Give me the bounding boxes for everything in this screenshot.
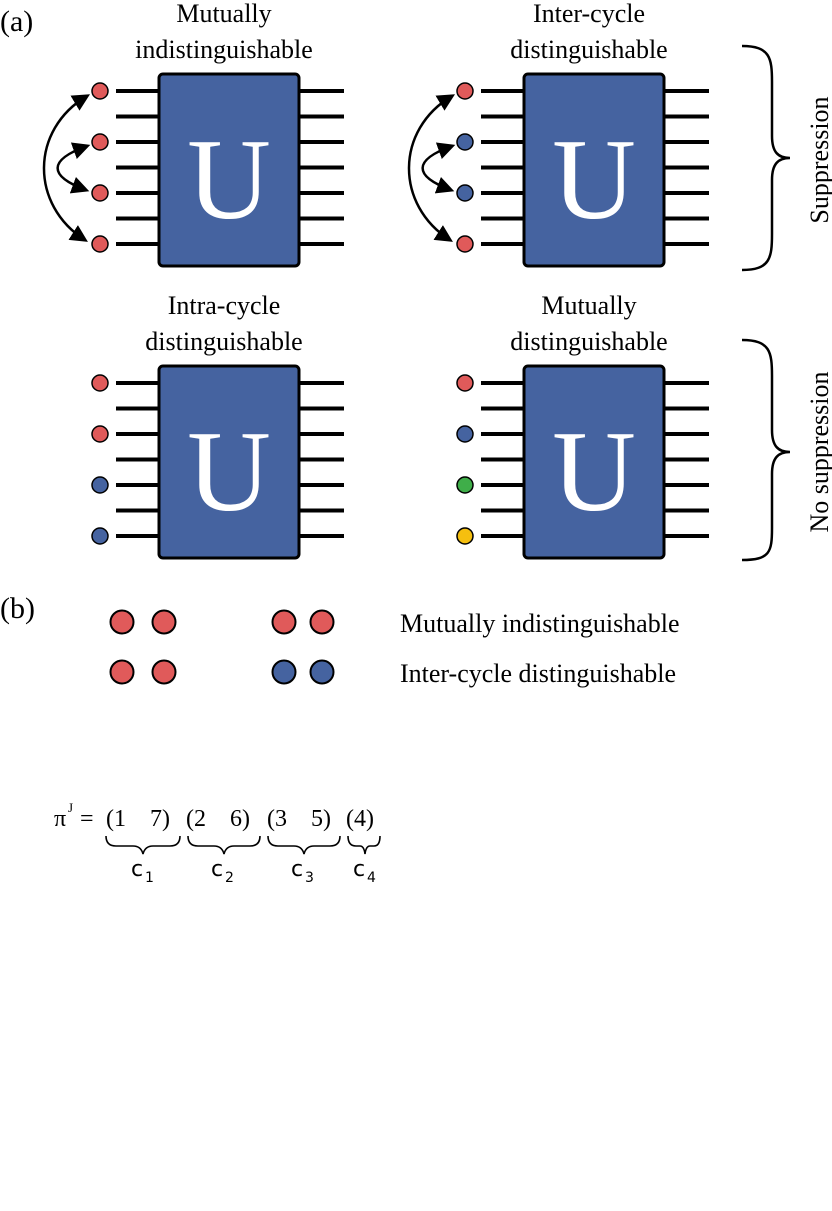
suppression-label: Suppression <box>805 96 832 223</box>
panel-a-label: (a) <box>0 5 33 38</box>
svg-text:c: c <box>131 857 143 882</box>
circuit-title-line1: Mutually <box>176 0 271 28</box>
equals-sign: = <box>80 806 94 832</box>
underbrace-c1 <box>105 835 181 855</box>
circuit-title-line2: distinguishable <box>145 327 302 356</box>
svg-text:3: 3 <box>305 870 314 886</box>
photon-dot-blue <box>91 527 109 545</box>
unitary-letter: U <box>552 116 636 244</box>
pi-superscript: J <box>68 800 73 815</box>
legend-row-label: Inter-cycle distinguishable <box>400 659 676 688</box>
photon-dot-red <box>91 425 109 443</box>
photon-dot-yellow <box>456 527 474 545</box>
inner-swap-arrow <box>421 142 456 194</box>
svg-text:2: 2 <box>225 870 234 886</box>
photon-dot-red <box>91 235 109 253</box>
photon-dot-red <box>456 374 474 392</box>
legend-dot-red <box>151 659 177 685</box>
unitary-letter: U <box>187 116 271 244</box>
unitary-box <box>157 72 301 268</box>
photon-dot-green <box>456 476 474 494</box>
photon-dot-blue <box>456 133 474 151</box>
cycle-label-c3: c 3 <box>291 857 314 886</box>
cycle-label-c2: c 2 <box>211 857 234 886</box>
legend-dot-blue <box>271 659 297 685</box>
photon-dot-red <box>456 235 474 253</box>
svg-text:4: 4 <box>367 870 376 886</box>
legend-dot-red <box>109 659 135 685</box>
cycle-1: (1 7) <box>106 806 170 832</box>
no-suppression-label: No suppression <box>805 371 832 532</box>
cycle-4: (4) <box>346 806 374 832</box>
photon-dot-blue <box>91 476 109 494</box>
outer-swap-arrow <box>407 94 456 242</box>
unitary-box <box>522 72 666 268</box>
circuit-title-line2: indistinguishable <box>135 35 313 64</box>
circuit-title-line1: Inter-cycle <box>533 0 645 28</box>
legend-dot-red <box>271 609 297 635</box>
svg-text:c: c <box>353 857 365 882</box>
photon-dot-blue <box>456 425 474 443</box>
cycle-3: (3 5) <box>267 806 331 832</box>
panel-b-label: (b) <box>0 592 35 625</box>
legend-row-inter-cycle-distinguishable: Inter-cycle distinguishable <box>109 659 676 688</box>
permutation-formula: π J = (1 7) (2 6) (3 5) (4) c 1 c 2 c 3 … <box>54 800 381 886</box>
cycle-2: (2 6) <box>186 806 250 832</box>
circuit-title-line1: Mutually <box>541 291 636 320</box>
photon-dot-red <box>91 133 109 151</box>
no-suppression-brace: No suppression <box>741 338 832 562</box>
cycle-label-c1: c 1 <box>131 857 154 886</box>
legend-row-mutually-indistinguishable: Mutually indistinguishable <box>109 609 680 638</box>
photon-dot-red <box>456 82 474 100</box>
pi-symbol: π <box>54 806 66 832</box>
photon-dot-blue <box>456 184 474 202</box>
svg-text:1: 1 <box>145 870 154 886</box>
underbrace-c2 <box>187 835 261 855</box>
underbrace-c3 <box>267 835 341 855</box>
unitary-letter: U <box>187 408 271 536</box>
cycle-label-c4: c 4 <box>353 857 376 886</box>
photon-dot-red <box>91 82 109 100</box>
photon-dot-red <box>91 184 109 202</box>
inner-swap-arrow <box>56 142 91 194</box>
svg-text:c: c <box>291 857 303 882</box>
svg-text:c: c <box>211 857 223 882</box>
circuit-title-line2: distinguishable <box>510 327 667 356</box>
legend-row-label: Mutually indistinguishable <box>400 609 680 638</box>
underbrace-c4 <box>347 835 381 855</box>
outer-swap-arrow <box>42 94 91 242</box>
unitary-box <box>157 364 301 560</box>
circuit-title-line1: Intra-cycle <box>168 291 281 320</box>
legend-dot-red <box>151 609 177 635</box>
unitary-letter: U <box>552 408 636 536</box>
photon-dot-red <box>91 374 109 392</box>
circuit-title-line2: distinguishable <box>510 35 667 64</box>
suppression-brace: Suppression <box>741 44 832 272</box>
panel-b: Mutually indistinguishable Inter-cycle d… <box>109 609 680 688</box>
legend-dot-blue <box>309 659 335 685</box>
legend-dot-red <box>109 609 135 635</box>
unitary-box <box>522 364 666 560</box>
legend-dot-red <box>309 609 335 635</box>
